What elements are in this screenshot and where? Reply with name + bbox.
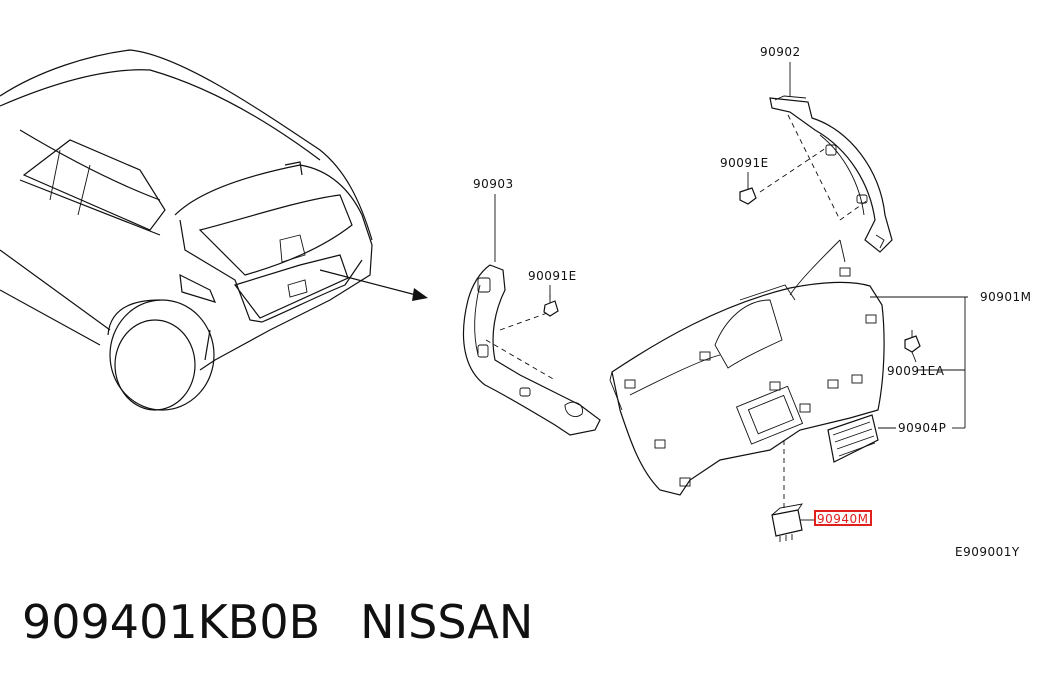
- callout-90091e-left: 90091E: [528, 269, 577, 283]
- finisher-90902-part: [759, 95, 893, 253]
- cover-90904p-part: [827, 414, 879, 463]
- callout-90903: 90903: [473, 177, 514, 191]
- finisher-90901m-part: [609, 239, 885, 496]
- vehicle-rear-illustration: [0, 49, 373, 411]
- caption-part-number: 909401KB0B: [22, 595, 321, 649]
- highlight-box: [814, 510, 872, 526]
- callout-90091e-upper: 90091E: [720, 156, 769, 170]
- callout-90901m: 90901M: [980, 290, 1032, 304]
- caption-brand: NISSAN: [360, 595, 534, 649]
- caption: 909401KB0B NISSAN: [22, 595, 533, 649]
- parts-diagram: 90902 90091E 90903 90091E 90901M 90091EA…: [0, 45, 1032, 559]
- leader-lines: [494, 62, 968, 521]
- callout-90940m: 90940M: [817, 512, 869, 526]
- direction-arrow: [319, 269, 428, 301]
- callout-90091ea: 90091EA: [887, 364, 945, 378]
- diagram-code: E909001Y: [955, 545, 1020, 559]
- callout-90902: 90902: [760, 45, 801, 59]
- bracket-90940m-part: [771, 440, 803, 542]
- finisher-90903-part: [462, 264, 601, 436]
- callout-90904p: 90904P: [898, 421, 946, 435]
- clip-90091e-left: [543, 295, 559, 317]
- clip-90091e-upper: [739, 182, 757, 205]
- clip-90091ea: [904, 330, 921, 353]
